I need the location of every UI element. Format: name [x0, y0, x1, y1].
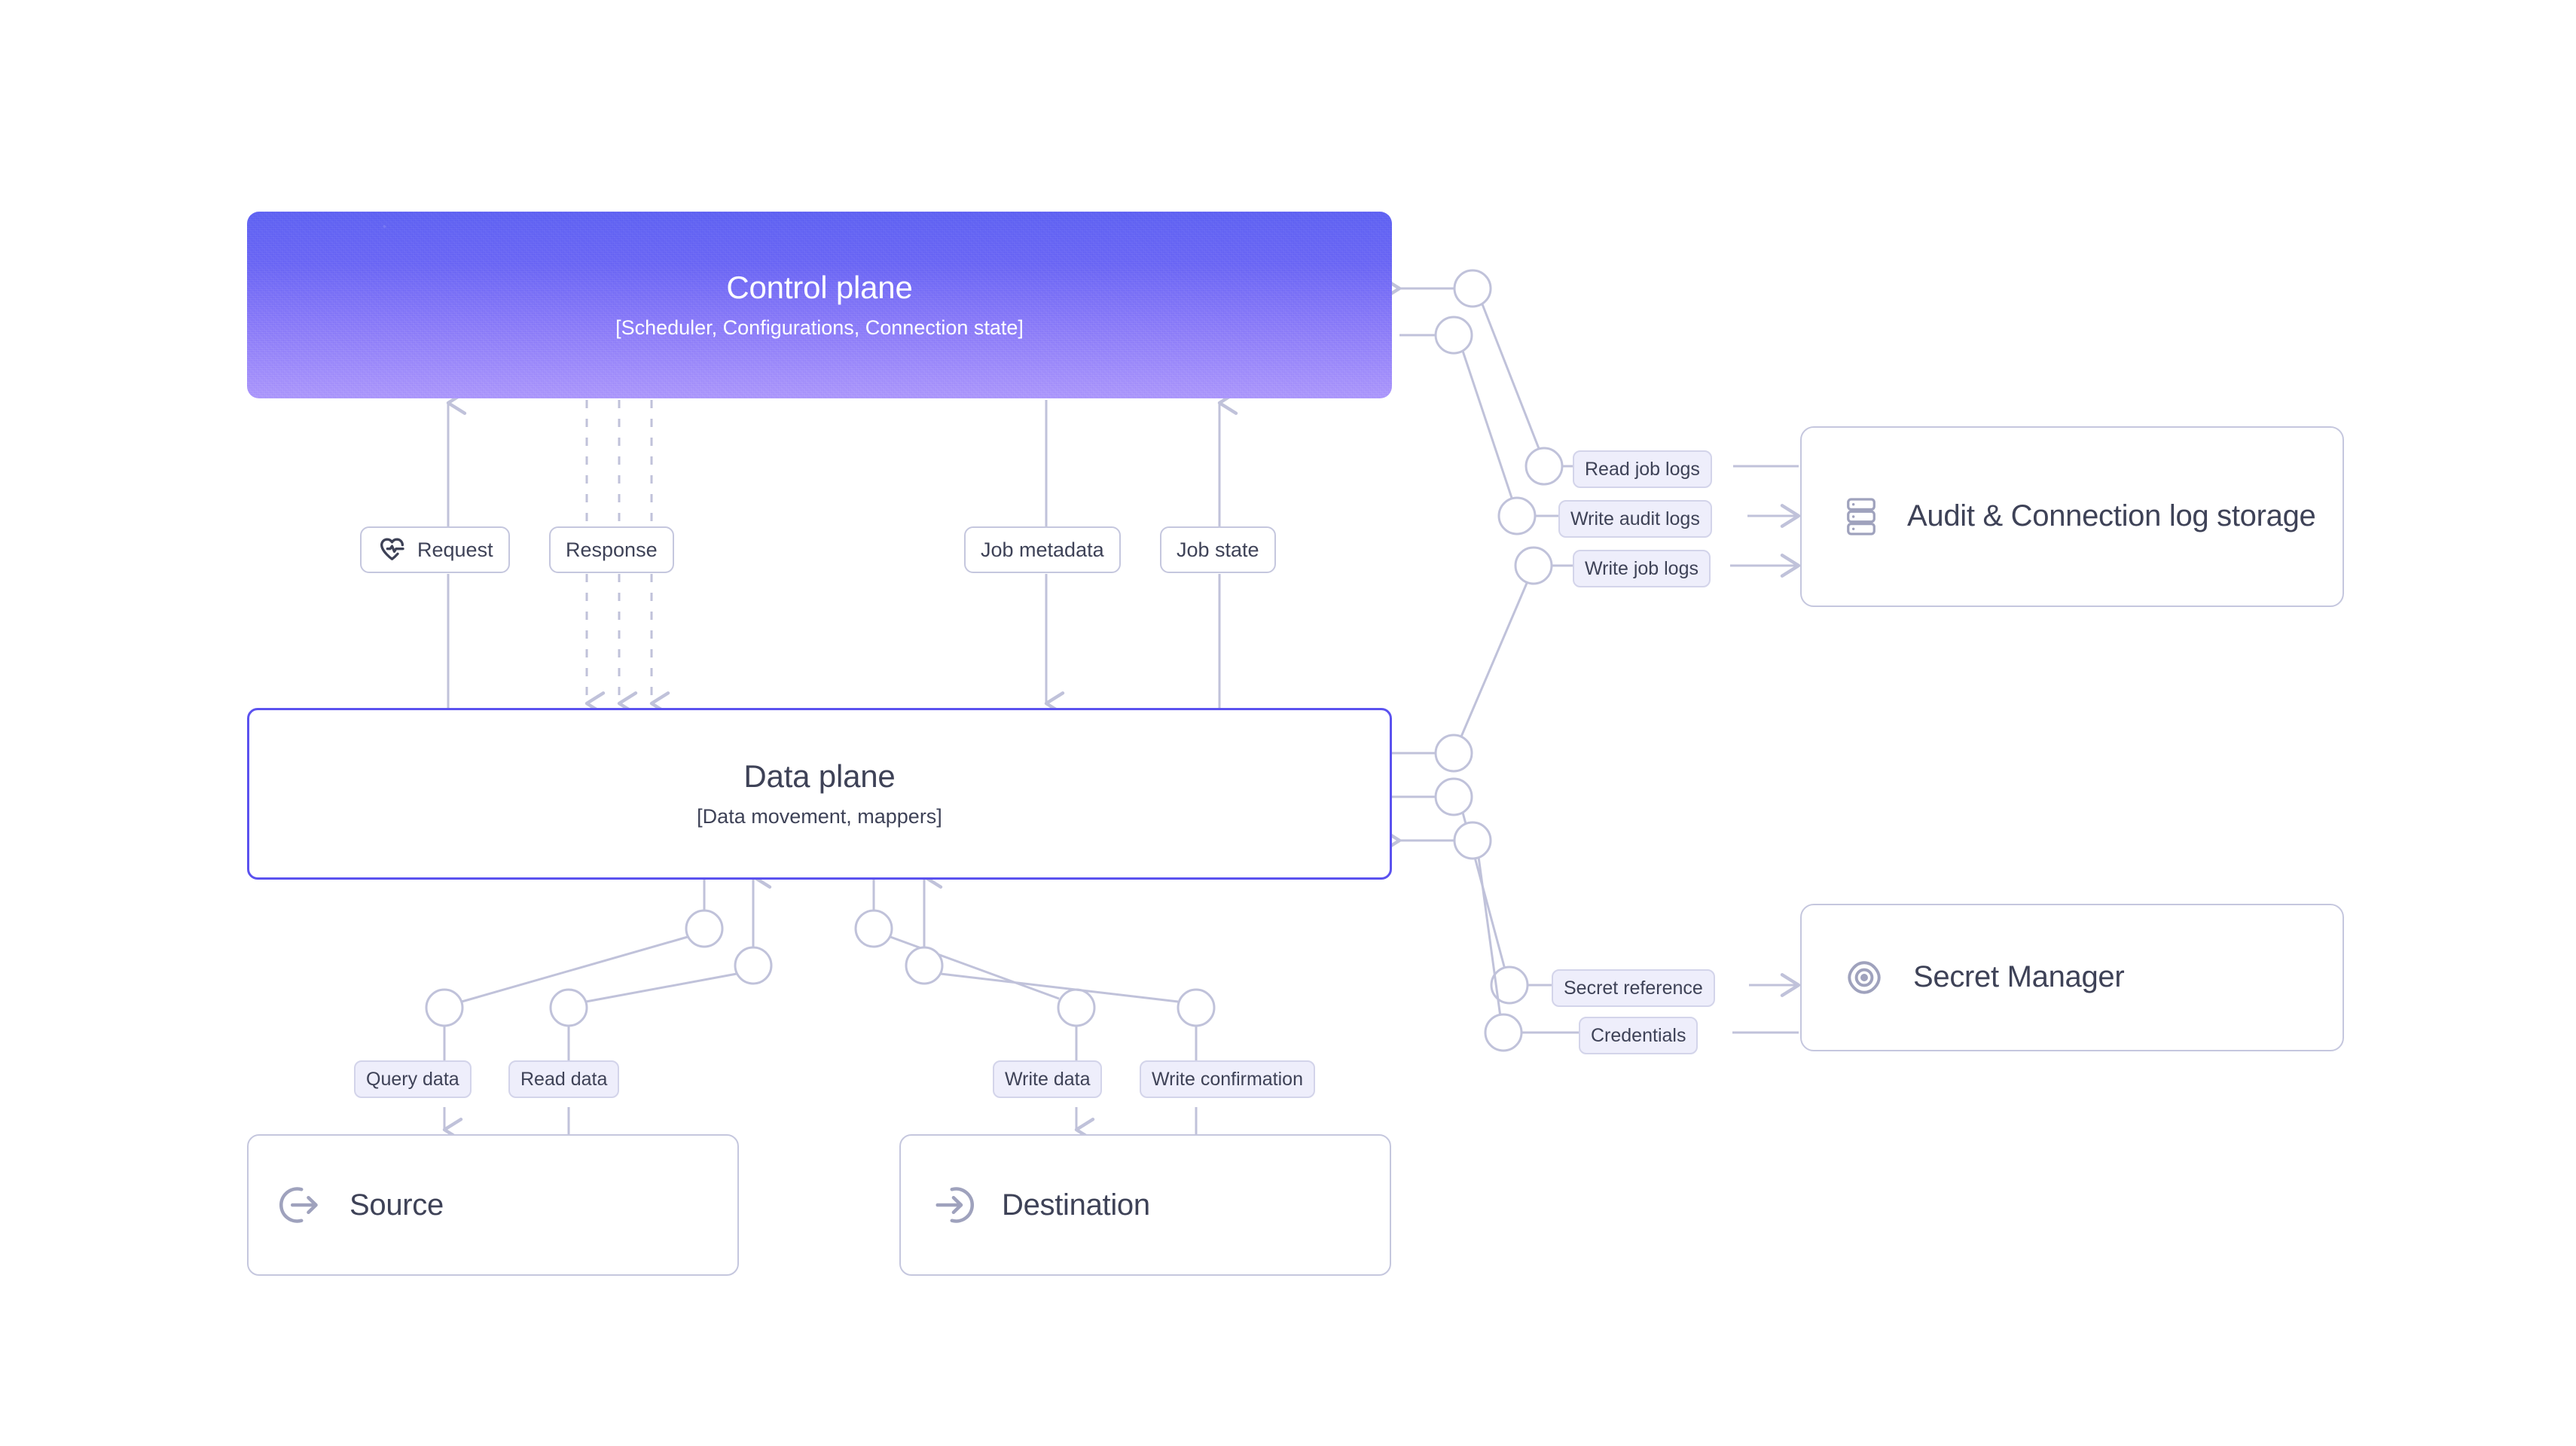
logout-arrow-icon — [277, 1182, 324, 1228]
edge-label-response[interactable]: Response — [549, 526, 674, 573]
edge-label-secret-reference[interactable]: Secret reference — [1552, 969, 1715, 1007]
eye-icon — [1844, 957, 1885, 998]
edge-label-write-data[interactable]: Write data — [993, 1060, 1103, 1098]
edge-label-read-data-text: Read data — [520, 1068, 608, 1090]
control-plane-subtitle: [Scheduler, Configurations, Connection s… — [615, 316, 1024, 339]
heart-pulse-icon — [377, 535, 407, 565]
edge-label-write-audit-logs-text: Write audit logs — [1570, 508, 1700, 529]
edge-label-job-metadata[interactable]: Job metadata — [964, 526, 1121, 573]
edge-label-write-confirmation[interactable]: Write confirmation — [1140, 1060, 1315, 1098]
destination-node[interactable]: Destination — [899, 1134, 1391, 1276]
edge-label-write-audit-logs[interactable]: Write audit logs — [1558, 500, 1712, 538]
secret-manager-node[interactable]: Secret Manager — [1800, 904, 2344, 1051]
edge-label-request-text: Request — [417, 538, 493, 561]
audit-log-storage-node[interactable]: Audit & Connection log storage — [1800, 426, 2344, 607]
edge-label-write-job-logs-text: Write job logs — [1585, 557, 1699, 579]
source-label: Source — [349, 1188, 444, 1222]
data-plane-node[interactable]: Data plane [Data movement, mappers] — [247, 708, 1392, 880]
control-plane-title: Control plane — [726, 270, 913, 306]
edge-label-response-text: Response — [566, 538, 658, 561]
login-arrow-icon — [929, 1182, 976, 1228]
edge-label-request[interactable]: Request — [360, 526, 510, 573]
edge-label-read-job-logs[interactable]: Read job logs — [1573, 450, 1712, 488]
edge-label-write-job-logs[interactable]: Write job logs — [1573, 550, 1711, 587]
edge-label-job-state[interactable]: Job state — [1160, 526, 1276, 573]
edge-label-job-state-text: Job state — [1177, 538, 1259, 561]
database-icon — [1844, 495, 1879, 538]
edge-label-read-job-logs-text: Read job logs — [1585, 458, 1700, 480]
edge-label-write-data-text: Write data — [1005, 1068, 1091, 1090]
edge-label-secret-reference-text: Secret reference — [1564, 977, 1703, 999]
edge-label-job-metadata-text: Job metadata — [981, 538, 1104, 561]
edge-label-write-confirmation-text: Write confirmation — [1152, 1068, 1303, 1090]
edge-label-read-data[interactable]: Read data — [508, 1060, 620, 1098]
edge-label-credentials[interactable]: Credentials — [1579, 1017, 1699, 1054]
audit-log-storage-label: Audit & Connection log storage — [1907, 499, 2316, 533]
data-plane-title: Data plane — [743, 758, 896, 795]
secret-manager-label: Secret Manager — [1913, 960, 2125, 994]
source-node[interactable]: Source — [247, 1134, 739, 1276]
control-plane-node[interactable]: Control plane [Scheduler, Configurations… — [247, 212, 1392, 398]
destination-label: Destination — [1002, 1188, 1150, 1222]
edge-label-query-data-text: Query data — [366, 1068, 459, 1090]
edge-label-credentials-text: Credentials — [1591, 1024, 1686, 1046]
edge-label-query-data[interactable]: Query data — [354, 1060, 472, 1098]
data-plane-subtitle: [Data movement, mappers] — [697, 804, 942, 828]
